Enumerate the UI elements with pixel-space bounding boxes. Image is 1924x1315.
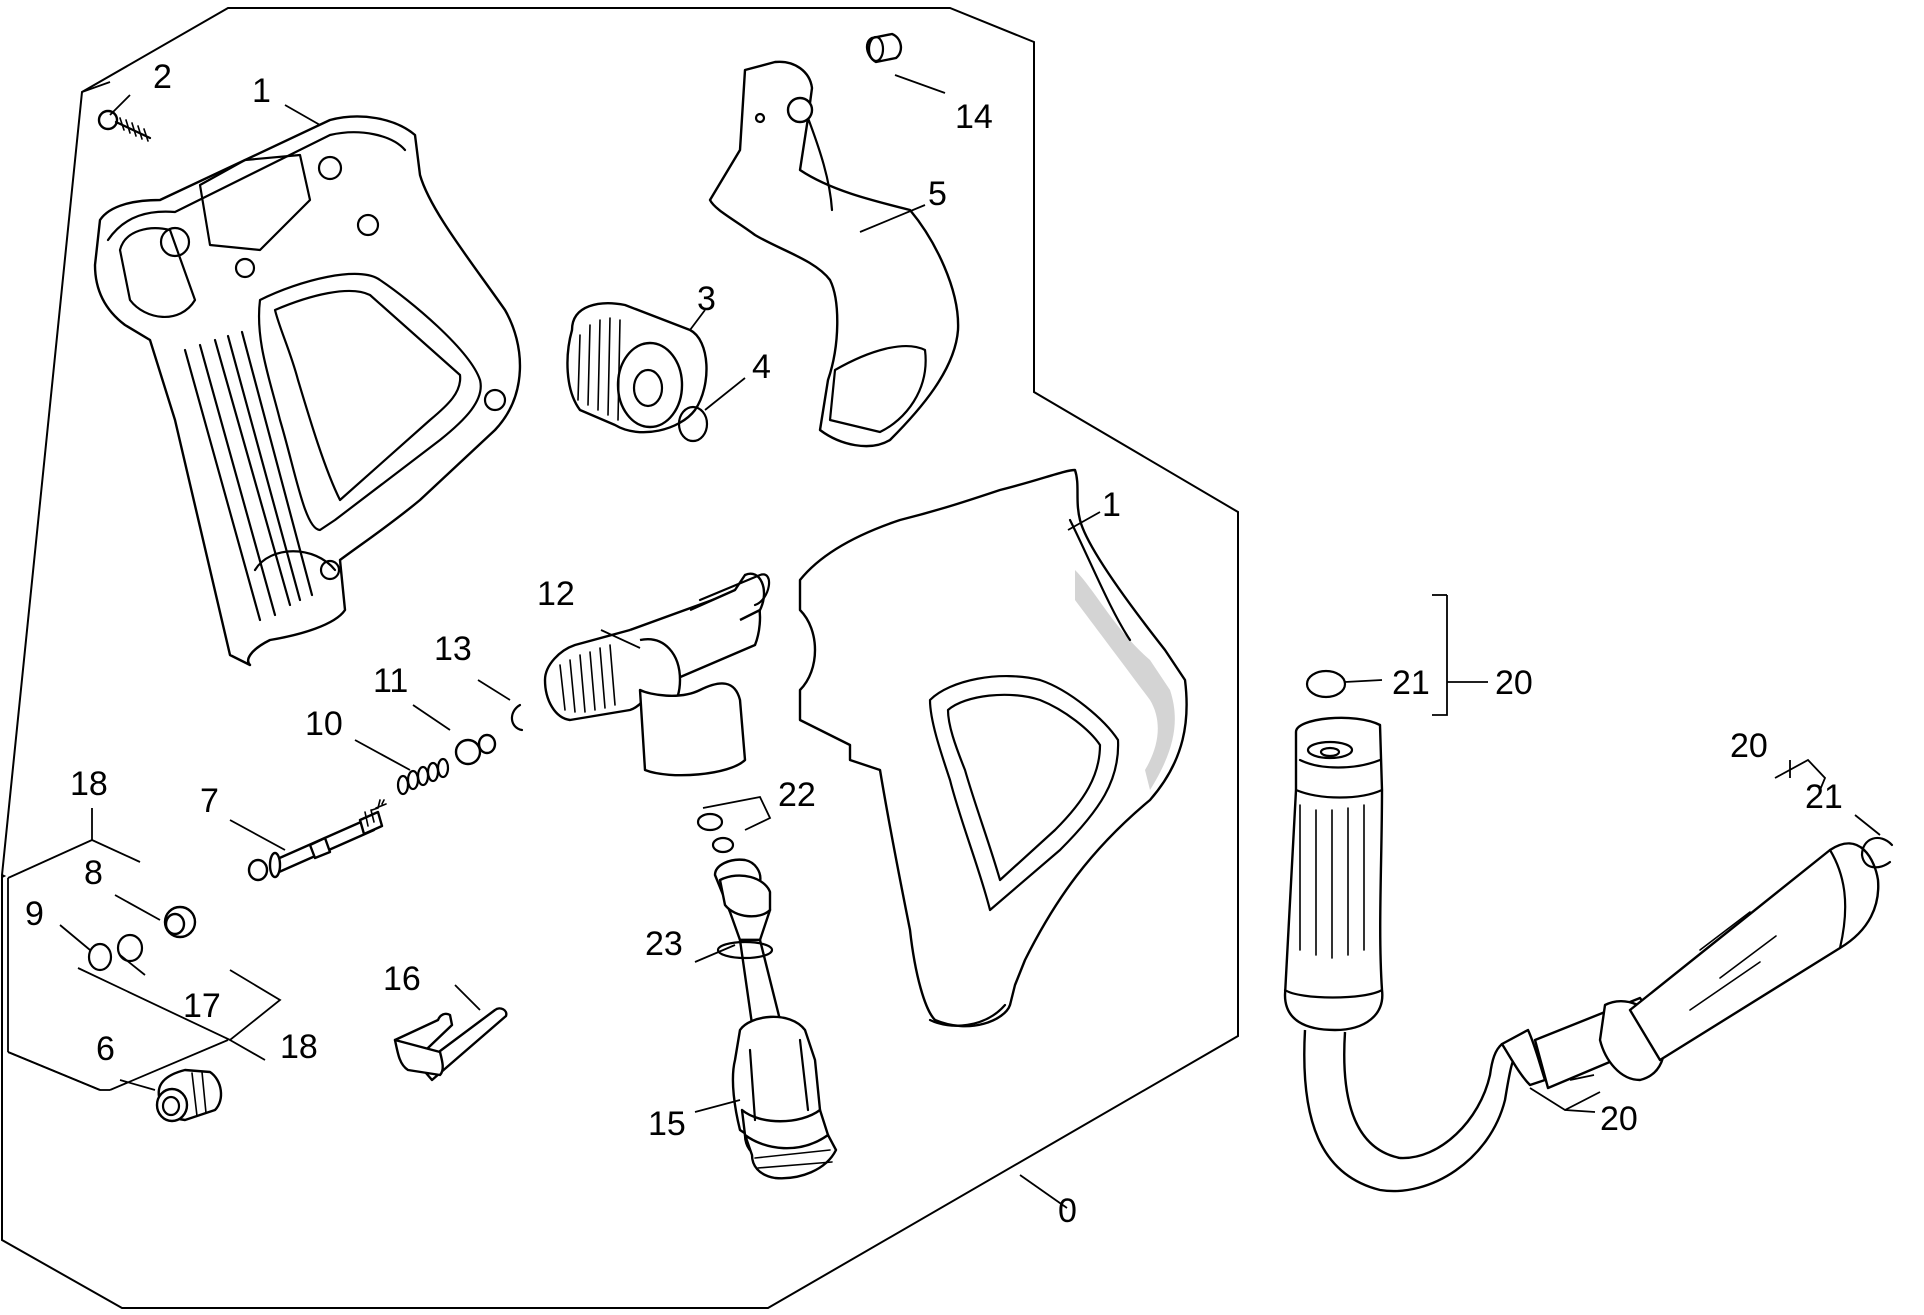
- label-5: 5: [928, 175, 947, 213]
- kit-17-18-bracket: [77, 967, 282, 1042]
- o-ring-9: [87, 942, 113, 972]
- o-ring-21-right: [1860, 836, 1894, 869]
- screw: [97, 109, 152, 142]
- label-17: 17: [183, 987, 221, 1025]
- washer: [163, 905, 197, 939]
- label-18-bottom: 18: [280, 1028, 318, 1066]
- callout-labels: 0 1 1 2 3 4 5 6 7 8 9 10 11 12 13 14 15 …: [25, 58, 1843, 1230]
- o-ring-21-top: [1305, 669, 1347, 699]
- o-ring-17: [116, 933, 144, 963]
- o-ring-23: [716, 940, 774, 960]
- label-9: 9: [25, 895, 44, 933]
- kit-22-bracket: [702, 795, 772, 831]
- label-1-right: 1: [1102, 486, 1121, 524]
- label-20-top: 20: [1495, 664, 1533, 702]
- label-6: 6: [96, 1030, 115, 1068]
- label-2: 2: [153, 58, 172, 96]
- ring-11: [454, 733, 497, 766]
- circlip-13: [510, 703, 524, 732]
- label-16: 16: [383, 960, 421, 998]
- label-21-top: 21: [1392, 664, 1430, 702]
- leader-lines: [7, 74, 1881, 1209]
- label-10: 10: [305, 705, 343, 743]
- label-3: 3: [697, 280, 716, 318]
- kit-20-bracket-right: [1774, 758, 1827, 791]
- label-20-bottom: 20: [1600, 1100, 1638, 1138]
- label-7: 7: [200, 782, 219, 820]
- inlet-nipple: [543, 572, 771, 777]
- spring: [396, 757, 450, 796]
- label-0: 0: [1058, 1192, 1077, 1230]
- kit-18-bracket: [7, 839, 93, 879]
- assembly-boundary: [0, 7, 1239, 1309]
- valve-rod: [247, 799, 387, 882]
- label-18-top: 18: [70, 765, 108, 803]
- handle-half-right: [798, 468, 1188, 1028]
- label-14: 14: [955, 98, 993, 136]
- o-ring-4: [677, 405, 709, 443]
- label-4: 4: [752, 348, 771, 386]
- valve-seat: [155, 1068, 223, 1123]
- label-1-left: 1: [252, 72, 271, 110]
- label-23: 23: [645, 925, 683, 963]
- trigger: [708, 60, 960, 448]
- label-21-right: 21: [1805, 778, 1843, 816]
- hose-assembly: [1283, 716, 1880, 1193]
- pin: [865, 32, 903, 64]
- clip: [393, 1007, 508, 1082]
- o-ring-22: [696, 812, 735, 854]
- handle-half-left: [93, 115, 522, 667]
- label-20-right: 20: [1730, 727, 1768, 765]
- adjusting-wheel: [566, 302, 708, 434]
- outlet-connector: [713, 858, 838, 1180]
- label-8: 8: [84, 854, 103, 892]
- label-12: 12: [537, 575, 575, 613]
- label-11: 11: [373, 662, 408, 700]
- label-13: 13: [434, 630, 472, 668]
- kit-20-bracket-bottom: [1529, 1087, 1601, 1112]
- label-15: 15: [648, 1105, 686, 1143]
- label-22: 22: [778, 776, 816, 814]
